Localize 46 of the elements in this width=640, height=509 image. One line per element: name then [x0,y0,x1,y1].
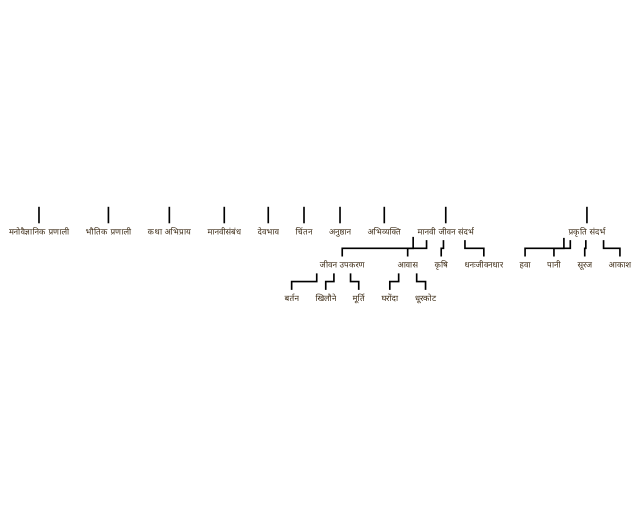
node-text: अभिव्यक्ति [368,226,402,236]
connector [267,206,270,224]
node-text: आकाश [608,260,632,270]
connector [444,206,447,224]
connector [602,240,621,258]
connector [464,240,485,258]
node-text: पानी [547,260,561,270]
node-text: प्रकृति संदर्भ [568,226,606,236]
connector [290,273,318,291]
node-text: कथा अभिप्राय [148,226,191,236]
node-text: धूरकोट [414,293,436,304]
connector [584,240,587,258]
connector [341,236,414,258]
node-text: मानवी जीवन संदर्भ [418,226,474,236]
connector [324,273,335,291]
connector [168,206,170,224]
connector [339,206,341,224]
connector [303,206,305,224]
node-text: खिलौने [315,293,336,304]
connector [586,206,588,224]
node-text: अनुष्ठान [329,226,352,236]
connector [38,206,40,224]
connector [388,273,400,291]
node-text: मानवीसंबंध [208,226,242,236]
connector [440,240,444,258]
node-text: जीवन उपकरण [320,260,365,270]
node-text: चिंतन [295,226,313,236]
connector [416,273,426,291]
connector [350,273,360,291]
node-text: हवा [520,260,531,270]
node-text: सूरज [577,260,592,270]
connector [524,238,565,258]
node-text: देवभाव [258,226,279,236]
connector [223,206,226,224]
node-text: धनःजीवनधार [464,260,504,270]
connector [553,240,572,258]
node-text: आवास [398,260,418,270]
node-text: कृषि [434,260,448,270]
node-text: मनोवैज्ञानिक प्रणाली [8,226,70,236]
connector [406,240,428,258]
node-text: मूर्ति [352,293,365,304]
connector [383,206,386,224]
node-text: घरोंदा [381,293,398,304]
connector [108,206,110,224]
node-text: भौतिक प्रणाली [86,226,132,236]
node-text: बर्तन [284,293,299,304]
